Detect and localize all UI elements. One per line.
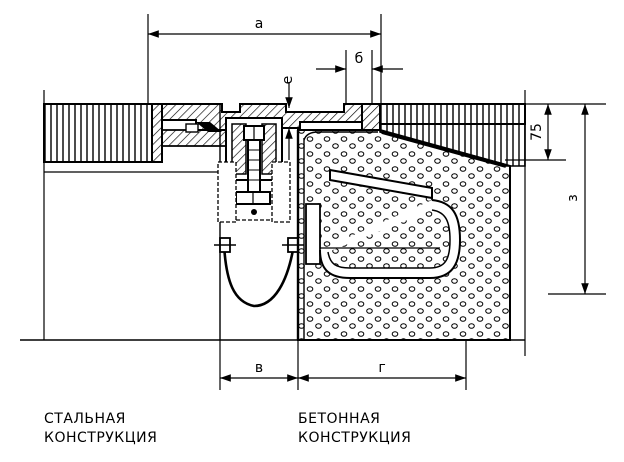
dimension-a-label: а <box>255 16 264 32</box>
caption-steel: СТАЛЬНАЯ КОНСТРУКЦИЯ <box>44 410 157 448</box>
dimension-g-label: г <box>378 360 385 376</box>
caption-concrete: БЕТОННАЯ КОНСТРУКЦИЯ <box>298 410 411 448</box>
caption-steel-line2: КОНСТРУКЦИЯ <box>44 430 158 446</box>
base-lines <box>20 339 525 390</box>
dimension-z: з <box>548 104 606 295</box>
dimension-e-label: е <box>280 76 296 85</box>
dimension-75-label: 75 <box>529 123 545 141</box>
dimension-b: б <box>316 50 403 104</box>
caption-concrete-line1: БЕТОННАЯ <box>298 411 381 427</box>
caption-concrete-line2: КОНСТРУКЦИЯ <box>298 430 412 446</box>
caption-steel-line1: СТАЛЬНАЯ <box>44 411 126 427</box>
anchor-plate <box>305 168 462 279</box>
rubber-seal <box>214 237 304 308</box>
dimension-75: 75 <box>505 103 606 161</box>
dimension-g: г <box>298 360 466 382</box>
dimension-b-label: б <box>355 51 364 67</box>
dimension-v: в <box>220 360 298 382</box>
dimension-a: а <box>147 14 382 104</box>
dimension-z-label: з <box>565 194 581 201</box>
dimension-e: е <box>280 76 296 160</box>
dimension-v-label: в <box>255 360 263 376</box>
bolt-assembly <box>217 117 291 223</box>
